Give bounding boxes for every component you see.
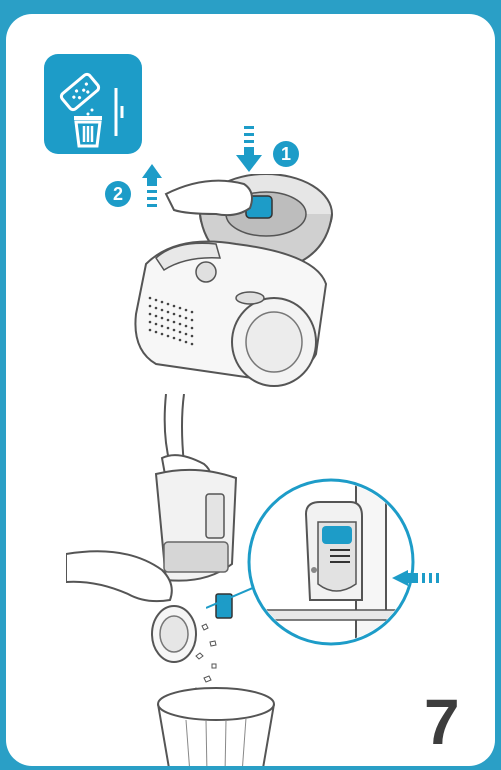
arrow-left-icon: [392, 570, 439, 586]
lift-up-callout: 2: [104, 164, 174, 224]
step-1-badge: 1: [281, 144, 291, 164]
vacuum-cleaner-illustration: [116, 174, 366, 404]
empty-dust-bin-icon: [44, 54, 142, 154]
arrow-up-icon: [142, 164, 162, 207]
instruction-panel: 1 2: [6, 14, 495, 766]
step-number: 7: [424, 686, 460, 758]
arrow-down-icon: [236, 126, 262, 172]
latch-zoom-callout: [206, 474, 466, 654]
step-2-badge: 2: [113, 184, 123, 204]
emptying-illustration: [66, 394, 286, 766]
push-down-callout: 1: [236, 126, 306, 190]
